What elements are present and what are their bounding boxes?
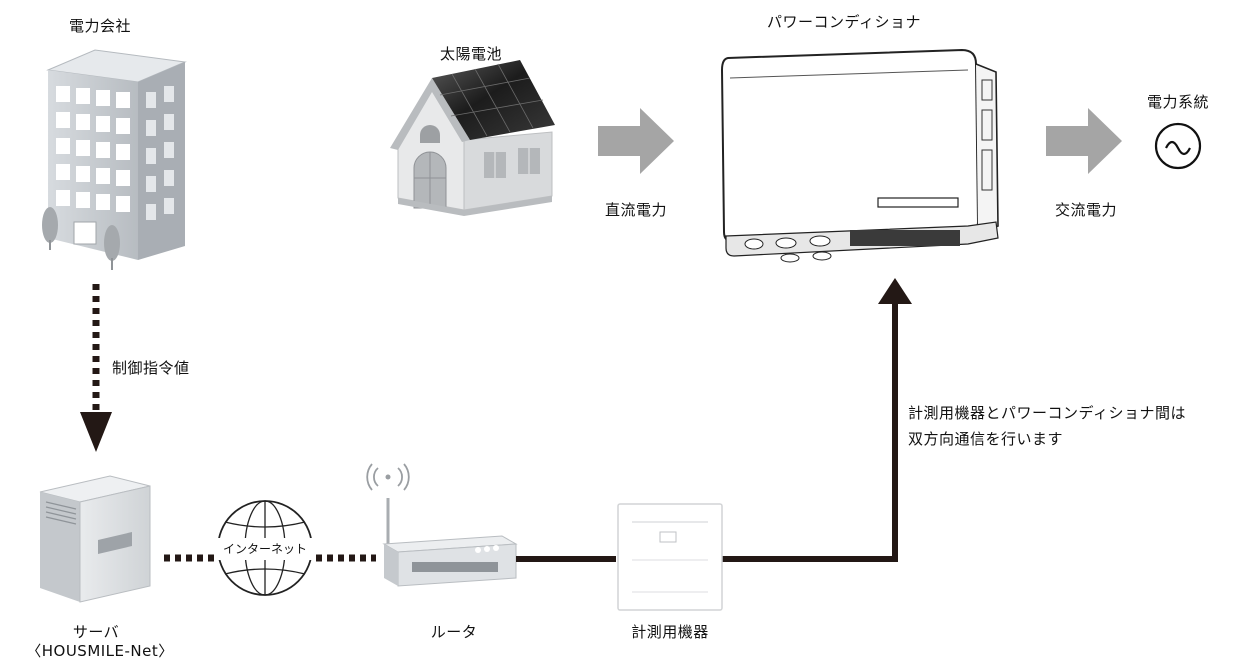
measuring-device-icon xyxy=(617,503,723,611)
dc-power-label: 直流電力 xyxy=(604,201,668,219)
control-arrow-head xyxy=(80,412,112,452)
power-company-building-icon xyxy=(42,49,187,270)
ac-power-label: 交流電力 xyxy=(1054,201,1118,219)
server-label: サーバ xyxy=(72,623,120,641)
grid-ac-symbol-icon xyxy=(1154,122,1202,170)
server-icon xyxy=(39,475,151,603)
grid-label: 電力系統 xyxy=(1146,93,1210,111)
solar-label: 太陽電池 xyxy=(439,45,503,63)
router-icon xyxy=(366,463,518,587)
communication-note-line2: 双方向通信を行います xyxy=(908,430,1064,448)
solar-house-icon xyxy=(390,60,555,216)
inverter-label: パワーコンディショナ xyxy=(767,13,921,31)
communication-note-line1: 計測用機器とパワーコンディショナ間は xyxy=(908,404,1186,422)
meter-inverter-line xyxy=(722,300,898,562)
internet-globe-icon xyxy=(216,500,314,596)
internet-label: インターネット xyxy=(222,542,308,556)
ac-power-arrow xyxy=(1046,108,1122,174)
dc-power-arrow xyxy=(598,108,674,174)
meter-inverter-arrow-head xyxy=(878,278,912,304)
control-value-label: 制御指令値 xyxy=(112,359,190,377)
power-company-label: 電力会社 xyxy=(68,17,132,35)
server-sub-label: 〈HOUSMILE-Net〉 xyxy=(26,642,174,660)
router-label: ルータ xyxy=(430,623,478,641)
meter-label: 計測用機器 xyxy=(631,623,709,641)
power-conditioner-icon xyxy=(720,48,999,263)
